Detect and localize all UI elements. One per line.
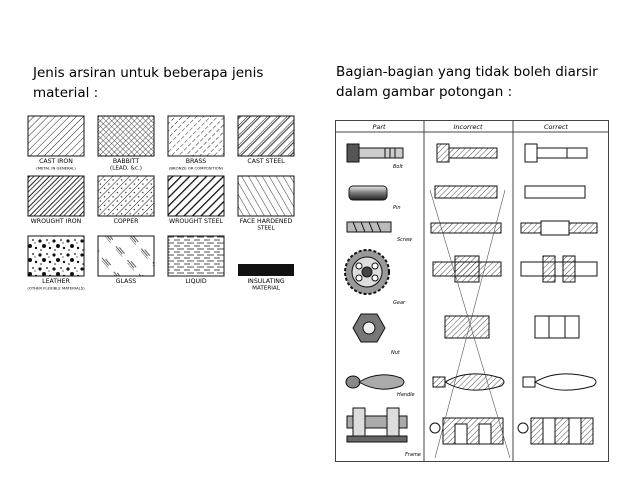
label-gear: Gear: [393, 300, 406, 306]
screw-incorrect-drawing: [430, 222, 502, 234]
swatch-box: [97, 115, 155, 157]
swatch-label: WROUGHT STEEL: [169, 218, 224, 225]
hatch-patterns-figure: CAST IRON(METAL IN GENERAL)BABBITT(LEAD,…: [24, 112, 299, 294]
swatch-label: LIQUID: [185, 278, 206, 285]
header-incorrect: Incorrect: [453, 123, 483, 131]
left-heading-line-2: material :: [33, 85, 99, 101]
swatch-cast-steel: CAST STEEL: [237, 115, 295, 165]
swatch-sublabel: (LEAD, &c.): [110, 166, 142, 172]
label-bolt: Bolt: [393, 164, 404, 170]
hatch-patterns-svg: CAST IRON(METAL IN GENERAL)BABBITT(LEAD,…: [27, 115, 295, 292]
bolt-incorrect-drawing: [436, 143, 498, 163]
gear-correct-drawing: [520, 255, 598, 283]
swatch-label: COPPER: [114, 218, 140, 225]
swatch-box: [167, 235, 225, 277]
guide-line-2: [434, 189, 506, 459]
gear-incorrect-drawing: [432, 255, 502, 283]
swatch-box: [27, 235, 85, 277]
nut-part-drawing: [352, 313, 386, 343]
swatch-cast-iron: CAST IRON(METAL IN GENERAL): [27, 115, 85, 171]
swatch-box: [237, 115, 295, 157]
label-nut: Nut: [391, 350, 401, 356]
right-heading-line-2: dalam gambar potongan :: [336, 84, 513, 100]
swatch-box: [27, 175, 85, 217]
left-heading-line-1: Jenis arsiran untuk beberapa jenis: [33, 65, 264, 81]
parts-table-figure: Part Incorrect Correct Bolt Pin: [335, 120, 609, 462]
swatch-box: [238, 264, 294, 276]
swatch-label: LEATHER: [42, 278, 70, 285]
swatch-label: GLASS: [116, 278, 137, 285]
pin-incorrect-drawing: [434, 185, 498, 199]
swatch-box: [97, 175, 155, 217]
swatch-label: WROUGHT IRON: [31, 218, 82, 225]
right-heading: Bagian-bagian yang tidak boleh diarsir d…: [336, 62, 616, 102]
swatch-box: [237, 175, 295, 217]
swatch-wrought-iron: WROUGHT IRON: [27, 175, 85, 225]
swatch-sublabel: (METAL IN GENERAL): [36, 166, 76, 171]
pin-part-drawing: [348, 185, 388, 201]
bolt-correct-drawing: [524, 143, 588, 163]
label-handle: Handle: [397, 392, 415, 398]
swatch-sublabel: (OTHER FLEXIBLE MATERIALS): [27, 286, 85, 291]
swatch-leather: LEATHER(OTHER FLEXIBLE MATERIALS): [27, 235, 85, 291]
screw-correct-drawing: [520, 220, 598, 236]
swatch-box: [97, 235, 155, 277]
swatch-liquid: LIQUID: [167, 235, 225, 285]
left-heading: Jenis arsiran untuk beberapa jenis mater…: [33, 63, 283, 103]
handle-incorrect-drawing: [432, 373, 505, 391]
handle-part-drawing: [345, 374, 405, 390]
swatch-brass: BRASS(BRONZE OR COMPOSITION): [167, 115, 225, 171]
swatch-glass: GLASS: [97, 235, 155, 285]
screw-part-drawing: [346, 221, 392, 233]
swatch-sublabel: (BRONZE OR COMPOSITION): [169, 166, 224, 171]
swatch-label: CAST STEEL: [247, 158, 285, 165]
swatch-label: FACE HARDENED: [240, 218, 293, 225]
nut-incorrect-drawing: [444, 315, 490, 339]
frame-part-drawing: [346, 407, 408, 443]
swatch-wrought-steel: WROUGHT STEEL: [167, 175, 225, 225]
frame-incorrect-drawing: [429, 417, 504, 445]
frame-correct-drawing: [517, 417, 594, 445]
parts-table-border: [335, 120, 609, 462]
label-screw: Screw: [397, 237, 413, 243]
header-correct: Correct: [544, 123, 568, 131]
swatch-sublabel: MATERIAL: [252, 286, 281, 292]
pin-correct-drawing: [524, 185, 586, 199]
swatch-label: BRASS: [186, 158, 206, 165]
swatch-box: [27, 115, 85, 157]
right-heading-line-1: Bagian-bagian yang tidak boleh diarsir: [336, 64, 598, 80]
swatch-babbitt: BABBITT(LEAD, &c.): [97, 115, 155, 172]
handle-correct-drawing: [522, 373, 597, 391]
label-pin: Pin: [393, 205, 401, 211]
swatch-label: INSULATING: [247, 278, 284, 285]
nut-correct-drawing: [534, 315, 580, 339]
label-frame: Frame: [405, 452, 421, 458]
bolt-part-drawing: [346, 143, 404, 163]
swatch-label: BABBITT: [113, 158, 139, 165]
header-part: Part: [372, 123, 386, 131]
parts-table-svg: Part Incorrect Correct Bolt Pin: [335, 120, 609, 462]
swatch-box: [167, 115, 225, 157]
gear-part-drawing: [344, 249, 390, 295]
swatch-copper: COPPER: [97, 175, 155, 225]
swatch-sublabel: STEEL: [257, 226, 275, 232]
swatch-label: CAST IRON: [39, 158, 73, 165]
swatch-box: [167, 175, 225, 217]
